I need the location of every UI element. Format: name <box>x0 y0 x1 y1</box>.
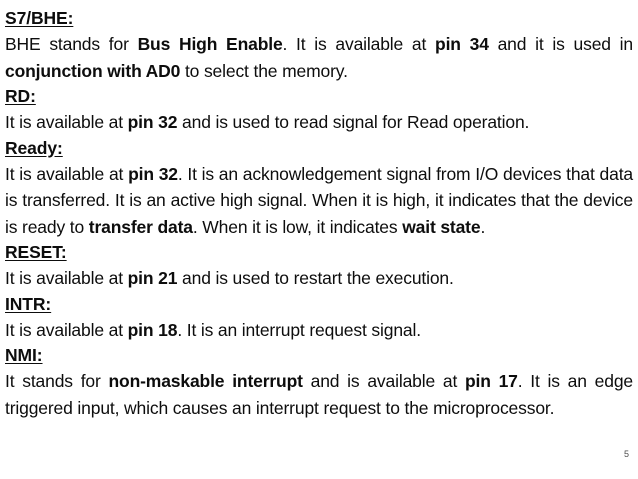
section-heading-s7-bhe: S7/BHE: <box>5 8 74 28</box>
run-text-bold: pin 21 <box>127 268 178 288</box>
section-heading-ready: Ready: <box>5 137 63 158</box>
run-text-bold: wait state <box>402 216 481 237</box>
run-text: and is available at <box>302 371 465 391</box>
run-text: BHE stands for <box>5 34 138 54</box>
run-text-bold: pin 34 <box>435 34 489 54</box>
page-number: 5 <box>623 449 629 459</box>
section-heading-rd: RD: <box>5 86 36 106</box>
section-heading-nmi: NMI: <box>5 345 43 365</box>
run-text: . When it is low, it indicates <box>192 216 403 237</box>
run-text: . It is available at <box>282 34 436 54</box>
run-text-bold: conjunction with AD0 <box>5 60 181 81</box>
run-text-bold: pin 18 <box>127 319 178 340</box>
section-paragraph-s7-bhe: BHE stands for Bus High Enable. It is av… <box>5 31 633 84</box>
section-heading-intr: INTR: <box>5 293 52 314</box>
run-text: . It is an interrupt request signal. <box>177 319 421 340</box>
section-paragraph-ready: It is available at pin 32. It is an ackn… <box>5 161 633 241</box>
slide-content-body: S7/BHE: BHE stands for Bus High Enable. … <box>5 6 633 421</box>
run-text-bold: non-maskable interrupt <box>108 371 303 391</box>
section-paragraph-rd: It is available at pin 32 and is used to… <box>5 109 633 136</box>
run-text: to select the memory. <box>180 60 348 81</box>
run-text: and it is used in <box>488 34 634 54</box>
section-paragraph-intr: It is available at pin 18. It is an inte… <box>5 317 633 344</box>
run-text: It is available at <box>5 163 129 184</box>
run-text: It is available at <box>5 268 128 288</box>
run-text-bold: Bus High Enable <box>137 34 283 54</box>
run-text-bold: transfer data <box>88 216 193 237</box>
run-text-bold: pin 32 <box>127 112 178 132</box>
run-text: and is used to restart the execution. <box>177 268 454 288</box>
run-text-bold: pin 17 <box>464 371 518 391</box>
section-paragraph-nmi: It stands for non-maskable interrupt and… <box>5 368 633 421</box>
section-paragraph-reset: It is available at pin 21 and is used to… <box>5 265 633 292</box>
run-text: It is available at <box>5 112 128 132</box>
run-text-bold: pin 32 <box>128 163 178 184</box>
run-text: . It is an edge triggered input, which c… <box>5 371 633 418</box>
run-text: . <box>480 216 486 237</box>
run-text: and is used to read signal for Read oper… <box>177 112 530 132</box>
run-text: It stands for <box>5 371 109 391</box>
section-heading-reset: RESET: <box>5 242 67 262</box>
run-text: . It is an acknowledgement signal from I… <box>5 163 633 237</box>
run-text: It is available at <box>5 319 128 340</box>
